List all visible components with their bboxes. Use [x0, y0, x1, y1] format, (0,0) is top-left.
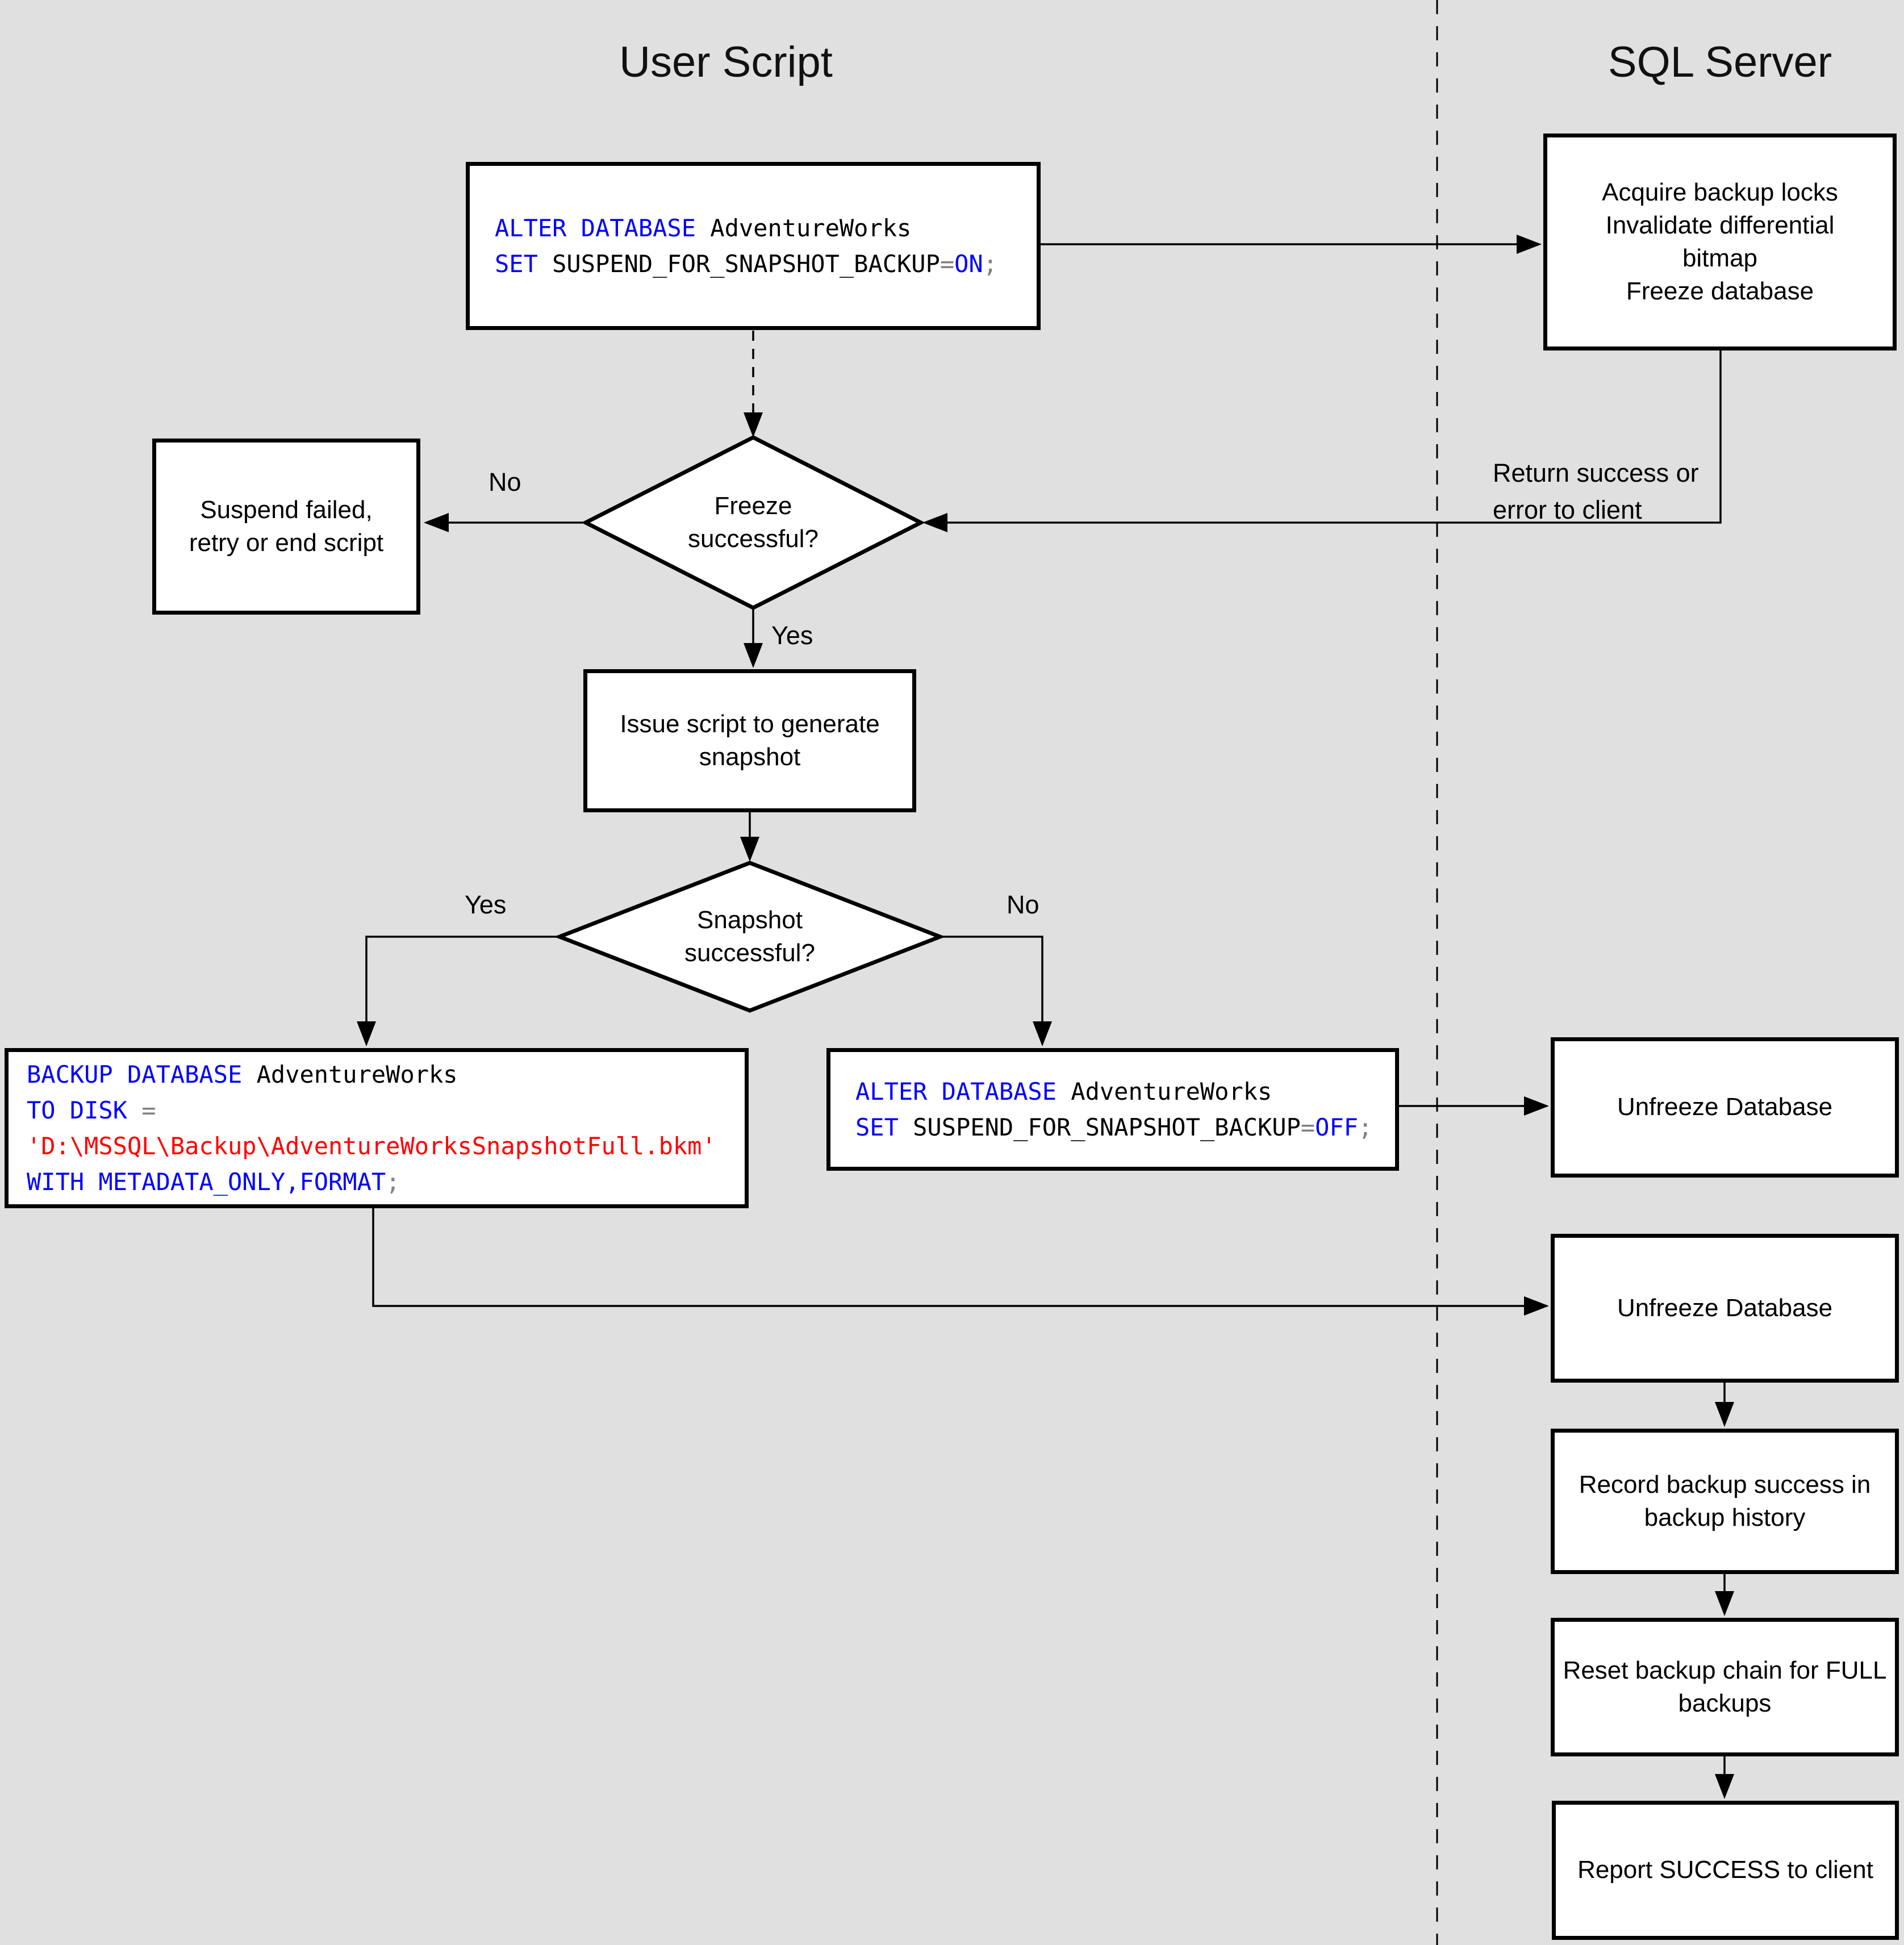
label-return-success-or-error: Return success or error to client	[1493, 458, 1699, 525]
arrowhead-into-freeze-decision	[922, 513, 947, 532]
arrowhead-into-unfreeze1	[1524, 1096, 1549, 1116]
arrowhead-into-snapshot-decision	[740, 837, 759, 862]
node-unfreeze-database-1: Unfreeze Database	[1551, 1037, 1899, 1178]
decision-snapshot-diamond-shape	[554, 861, 946, 1013]
decision-freeze-successful: Freeze successful?	[688, 491, 819, 553]
arrowhead-into-acquire	[1517, 235, 1542, 254]
edge-backup-to-unfreeze2	[372, 1208, 1525, 1307]
edge-snapshot-yes	[365, 936, 559, 1021]
decision-snapshot-successful: Snapshot successful?	[684, 905, 815, 967]
arrowhead-into-report	[1715, 1774, 1734, 1799]
edge-acquire-to-freeze-decision	[947, 350, 1722, 524]
arrowhead-into-alteroff	[1033, 1021, 1052, 1046]
arrowhead-into-unfreeze2	[1524, 1296, 1549, 1316]
node-issue-snapshot-script: Issue script to generate snapshot	[583, 669, 916, 812]
arrowhead-into-reset	[1715, 1591, 1734, 1616]
node-acquire-freeze: Acquire backup locks Invalidate differen…	[1543, 133, 1897, 350]
node-suspend-failed: Suspend failed, retry or end script	[152, 439, 420, 615]
label-snapshot-yes: Yes	[465, 890, 507, 919]
arrowhead-dashed-into-freeze	[744, 412, 763, 437]
label-snapshot-no: No	[1007, 890, 1039, 919]
user-script-column-title: User Script	[619, 38, 833, 86]
sql-server-column-title: SQL Server	[1607, 38, 1832, 86]
node-record-backup-history: Record backup success in backup history	[1551, 1429, 1899, 1574]
edge-snapshot-no	[940, 936, 1043, 1021]
arrowhead-into-record	[1715, 1402, 1734, 1427]
label-freeze-no: No	[488, 468, 521, 496]
decision-freeze-diamond-shape	[581, 435, 925, 610]
arrowhead-into-suspend-failed	[424, 513, 449, 532]
arrowhead-into-backup	[357, 1021, 376, 1046]
node-reset-backup-chain: Reset backup chain for FULL backups	[1551, 1618, 1899, 1756]
label-freeze-yes: Yes	[771, 621, 813, 650]
arrowhead-into-issue-script	[744, 643, 763, 668]
node-report-success: Report SUCCESS to client	[1552, 1801, 1899, 1940]
node-unfreeze-database-2: Unfreeze Database	[1551, 1234, 1899, 1383]
